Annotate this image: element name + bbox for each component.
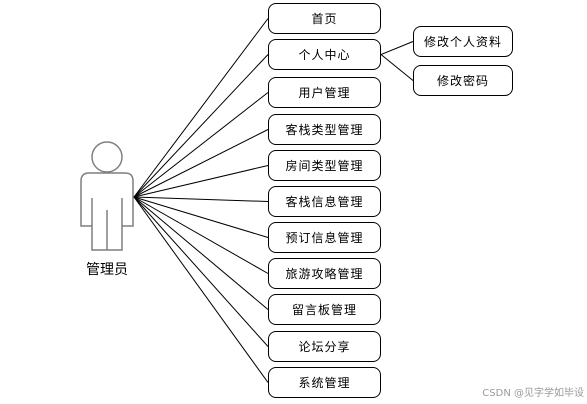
node-personal-center: 个人中心 bbox=[268, 39, 381, 70]
edge-admin-room-type-management bbox=[133, 165, 269, 198]
node-message-board-management: 留言板管理 bbox=[268, 294, 381, 325]
node-booking-management: 预订信息管理 bbox=[268, 222, 381, 253]
edge-personal-center-edit-profile bbox=[380, 41, 414, 55]
node-travel-guide-management: 旅游攻略管理 bbox=[268, 258, 381, 289]
edge-admin-travel-guide-management bbox=[133, 196, 269, 274]
node-inn-info-management: 客栈信息管理 bbox=[268, 186, 381, 217]
edge-admin-inn-info-management bbox=[133, 196, 269, 202]
node-room-type-management: 房间类型管理 bbox=[268, 150, 381, 181]
node-inn-type-management: 客栈类型管理 bbox=[268, 114, 381, 145]
edge-admin-system-management bbox=[133, 196, 269, 383]
edge-admin-message-board-management bbox=[133, 196, 269, 310]
node-home: 首页 bbox=[268, 3, 381, 34]
node-forum-share: 论坛分享 bbox=[268, 331, 381, 362]
node-system-management: 系统管理 bbox=[268, 367, 381, 398]
edge-admin-home bbox=[133, 18, 269, 198]
edge-personal-center-change-password bbox=[380, 54, 414, 81]
watermark: CSDN @见字学如毕设 bbox=[482, 388, 584, 399]
edge-admin-personal-center bbox=[133, 54, 269, 198]
edge-admin-forum-share bbox=[133, 196, 269, 347]
edge-admin-booking-management bbox=[133, 196, 269, 238]
actor-label: 管理员 bbox=[86, 262, 128, 278]
node-change-password: 修改密码 bbox=[413, 65, 513, 96]
actor-figure bbox=[80, 141, 134, 251]
edge-admin-inn-type-management bbox=[133, 129, 269, 198]
node-edit-profile: 修改个人资料 bbox=[413, 26, 513, 57]
edge-admin-user-management bbox=[133, 92, 269, 198]
node-user-management: 用户管理 bbox=[268, 77, 381, 108]
actor-head bbox=[91, 141, 123, 173]
